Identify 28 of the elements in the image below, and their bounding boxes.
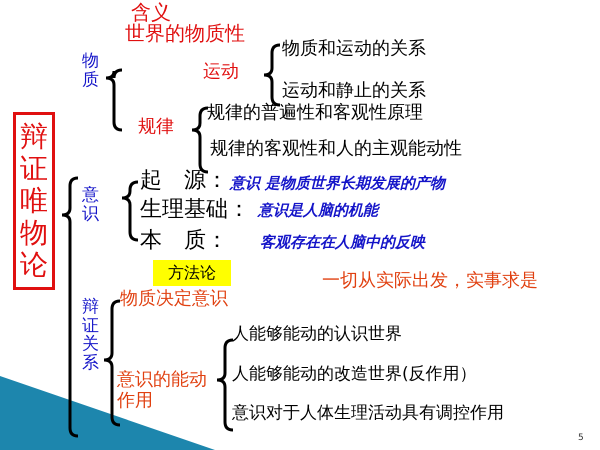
topic-label: 规律	[138, 117, 174, 138]
statement-text: 规律的普遍性和客观性原理	[207, 103, 423, 124]
title-text: 辩证唯物论	[20, 120, 48, 282]
statement-text: 运动和静止的关系	[282, 81, 426, 102]
explanation-text: 意识 是物质世界长期发展的产物	[230, 175, 446, 192]
topic-label: 一切从实际出发，实事求是	[322, 271, 538, 292]
explanation-text: 客观存在在人脑中的反映	[260, 234, 425, 252]
page-number: 5	[578, 433, 584, 444]
statement-text: 生理基础：	[140, 197, 250, 222]
title-box	[13, 112, 55, 290]
box-label: 方法论	[168, 262, 216, 284]
statement-text: 人能够能动的认识世界	[232, 325, 402, 345]
topic-label: 世界的物质性	[125, 22, 245, 45]
topic-label: 含义	[131, 1, 171, 24]
topic-label: 意识的能动作用	[117, 370, 208, 412]
statement-text: 人能够能动的改造世界(反作用）	[232, 365, 477, 385]
topic-label: 物质决定意识	[120, 289, 228, 310]
statement-text: 起 源：	[140, 168, 228, 194]
method-box	[153, 260, 231, 286]
vertical-label: 物质	[82, 52, 99, 90]
vertical-label: 意识	[82, 186, 99, 224]
explanation-text: 意识是人脑的机能	[258, 202, 378, 220]
vertical-label: 辩证关系	[82, 298, 99, 373]
topic-label: 运动	[203, 62, 239, 83]
statement-text: 本 质：	[140, 228, 228, 254]
statement-text: 物质和运动的关系	[282, 39, 426, 60]
statement-text: 规律的客观性和人的主观能动性	[210, 139, 462, 160]
statement-text: 意识对于人体生理活动具有调控作用	[232, 404, 504, 424]
